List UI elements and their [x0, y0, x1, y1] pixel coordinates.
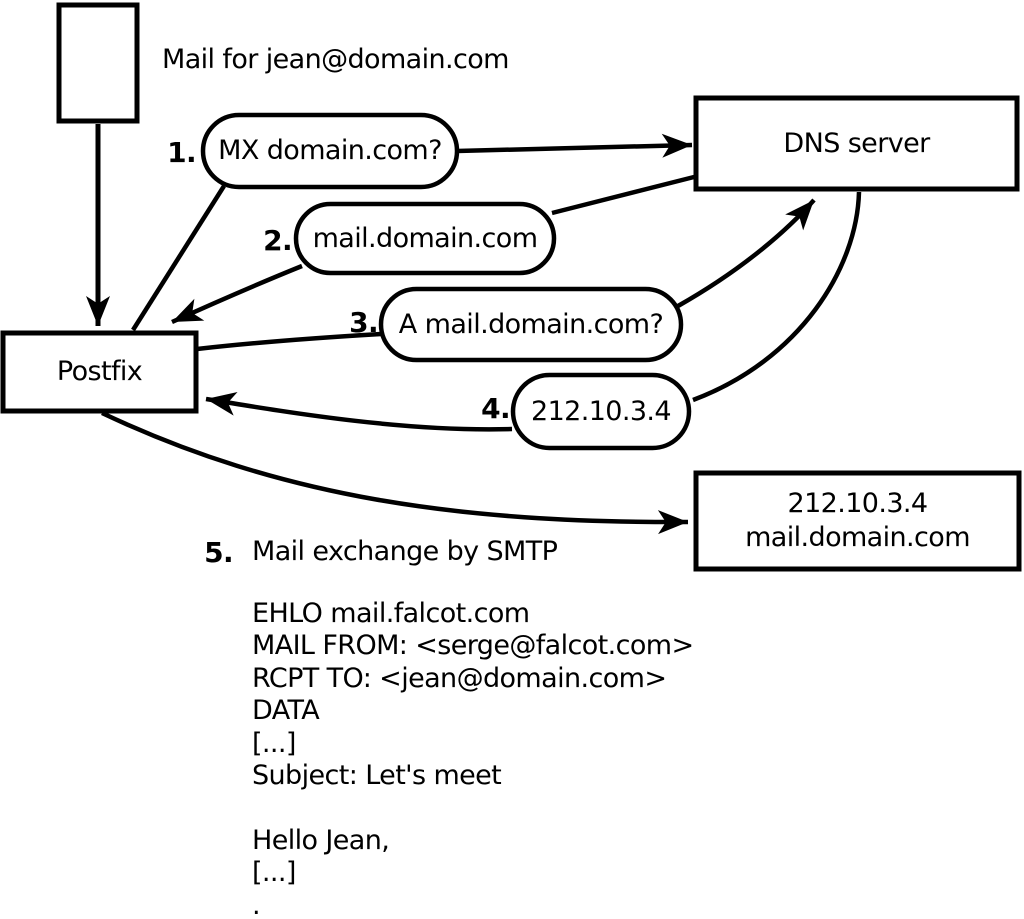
pill-1-label: MX domain.com?: [218, 135, 442, 166]
dns-to-mx-reply-line: [551, 174, 695, 216]
mail-for-label: Mail for jean@domain.com: [162, 44, 509, 75]
smtp-line-ehlo: EHLO mail.falcot.com: [252, 598, 530, 629]
pill-1-shape: [200, 112, 460, 190]
step-number-2: 2.: [263, 224, 293, 257]
dns-server-node-label: DNS server: [783, 127, 930, 159]
step-number-5: 5.: [204, 536, 234, 569]
mail-server-ip: 212.10.3.4: [787, 488, 929, 519]
smtp-line-ellipsis-1: [...]: [252, 727, 296, 759]
smtp-line-hello: Hello Jean,: [252, 824, 390, 856]
smtp-exchange-arrow: [101, 410, 689, 535]
mail-server-hostname: mail.domain.com: [745, 522, 970, 553]
step-5-label: Mail exchange by SMTP: [252, 536, 558, 567]
step-number-1: 1.: [167, 136, 197, 169]
smtp-line-rcpt-to: RCPT TO: <jean@domain.com>: [252, 662, 667, 694]
dns-server-node-shape: [693, 95, 1020, 192]
smtp-line-end-dot: .: [252, 889, 261, 919]
step-number-4: 4.: [481, 392, 511, 425]
a-reply-arrow: [205, 391, 513, 432]
pill-2-label: mail.domain.com: [312, 222, 538, 254]
pill-2-shape: [293, 201, 557, 276]
smtp-line-ellipsis-2: [...]: [252, 857, 296, 889]
postfix-node-shape: [0, 330, 199, 414]
smtp-line-data: DATA: [252, 695, 320, 727]
postfix-to-mx-query-line: [131, 184, 226, 332]
envelope-shape: [56, 2, 140, 124]
mx-query-arrow: [456, 133, 693, 158]
smtp-line-blank: [252, 792, 694, 824]
smtp-session-transcript: EHLO mail.falcot.com MAIL FROM: <serge@f…: [252, 598, 694, 919]
smtp-line-mail-from: MAIL FROM: <serge@falcot.com>: [252, 630, 694, 662]
smtp-line-subject: Subject: Let's meet: [252, 759, 502, 791]
step-number-3: 3.: [349, 306, 379, 339]
mail-server-node-shape: [693, 470, 1022, 572]
mail-server-node-label: 212.10.3.4 mail.domain.com: [696, 473, 1019, 569]
pill-3-shape: [378, 286, 684, 363]
a-query-arrow: [676, 198, 816, 308]
pill-4-shape: [510, 372, 692, 451]
pill-3-label: A mail.domain.com?: [398, 308, 664, 340]
pill-4-label: 212.10.3.4: [531, 395, 672, 427]
mx-reply-arrow: [171, 263, 303, 325]
postfix-node-label: Postfix: [56, 356, 143, 387]
dns-to-a-reply-line: [692, 191, 862, 403]
postfix-to-a-query-line: [196, 331, 382, 352]
